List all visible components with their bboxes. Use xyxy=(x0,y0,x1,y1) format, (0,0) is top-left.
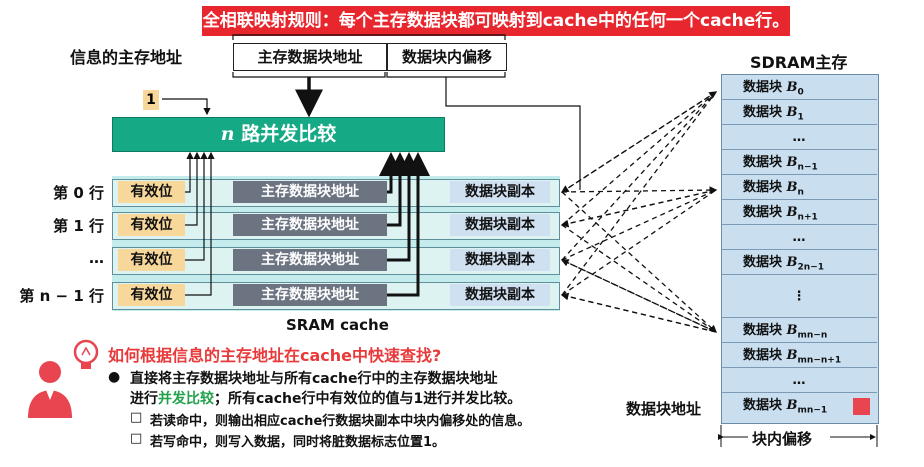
main-memory-address-label: 信息的主存地址 xyxy=(70,48,183,67)
memory-block: 数据块 B2n−1 xyxy=(721,251,877,275)
row-label: 第 0 行 xyxy=(53,184,104,202)
sdram-label: SDRAM主存 xyxy=(750,53,848,72)
write-hit-text: 若写命中，则写入数据，同时将脏数据标志位置1。 xyxy=(150,435,446,450)
valid-bit: 有效位 xyxy=(118,249,185,271)
valid-bit: 有效位 xyxy=(118,284,185,306)
row-label: 第 n − 1 行 xyxy=(19,287,104,305)
memory-block: 数据块 Bmn−n+1 xyxy=(721,344,877,368)
memory-ellipsis: … xyxy=(721,226,877,250)
person-icon xyxy=(28,361,72,418)
answer-line-1: 直接将主存数据块地址与所有cache行中的主存数据块地址 xyxy=(130,371,498,387)
data-block-copy: 数据块副本 xyxy=(450,214,550,236)
offset-marker xyxy=(853,398,870,415)
address-offset-field: 数据块内偏移 xyxy=(387,43,507,71)
block-address-label: 数据块地址 xyxy=(626,400,702,418)
tag-field: 主存数据块地址 xyxy=(233,181,387,203)
question-text: 如何根据信息的主存地址在cache中快速查找? xyxy=(108,346,442,365)
rule-title: 全相联映射规则：每个主存数据块都可映射到cache中的任何一个cache行。 xyxy=(202,6,790,36)
memory-block: 数据块 Bn+1 xyxy=(721,201,877,225)
data-block-copy: 数据块副本 xyxy=(450,249,550,271)
data-block-copy: 数据块副本 xyxy=(450,181,550,203)
comparator-label: 路并发比较 xyxy=(241,123,337,145)
parallel-compare-highlight: 并发比较 xyxy=(158,391,214,407)
memory-ellipsis: … xyxy=(721,369,877,393)
row-label: … xyxy=(89,249,104,267)
valid-bit: 有效位 xyxy=(118,181,185,203)
data-block-copy: 数据块副本 xyxy=(450,284,550,306)
row-label: 第 1 行 xyxy=(53,217,104,235)
memory-ellipsis: … xyxy=(721,126,877,150)
memory-ellipsis: ⋮ xyxy=(721,276,877,318)
memory-block: 数据块 Bn xyxy=(721,176,877,200)
n-way-comparator: n 路并发比较 xyxy=(112,117,445,152)
sub-marker: □ xyxy=(130,410,143,425)
memory-block: 数据块 Bmn−n xyxy=(721,319,877,343)
tag-field: 主存数据块地址 xyxy=(233,214,387,236)
comparator-n: n xyxy=(220,123,235,145)
sub-marker: □ xyxy=(130,431,143,446)
answer-bullet: ● xyxy=(108,369,121,385)
memory-block: 数据块 Bmn−1 xyxy=(743,398,828,416)
memory-block: 数据块 B0 xyxy=(721,76,877,100)
tag-field: 主存数据块地址 xyxy=(233,249,387,271)
read-hit-text: 若读命中，则输出相应cache行数据块副本中块内偏移处的信息。 xyxy=(150,414,531,429)
sram-cache-label: SRAM cache xyxy=(286,316,389,334)
address-tag-field: 主存数据块地址 xyxy=(233,43,387,71)
memory-block: 数据块 B1 xyxy=(721,101,877,125)
lightbulb-icon xyxy=(73,339,99,369)
memory-block: 数据块 Bn−1 xyxy=(721,151,877,175)
tag-field: 主存数据块地址 xyxy=(233,284,387,306)
answer-line-2: 进行并发比较；所有cache行中有效位的值与1进行并发比较。 xyxy=(130,391,522,407)
valid-bit: 有效位 xyxy=(118,214,185,236)
block-offset-label: 块内偏移 xyxy=(752,430,813,448)
constant-one-input: 1 xyxy=(143,90,159,110)
